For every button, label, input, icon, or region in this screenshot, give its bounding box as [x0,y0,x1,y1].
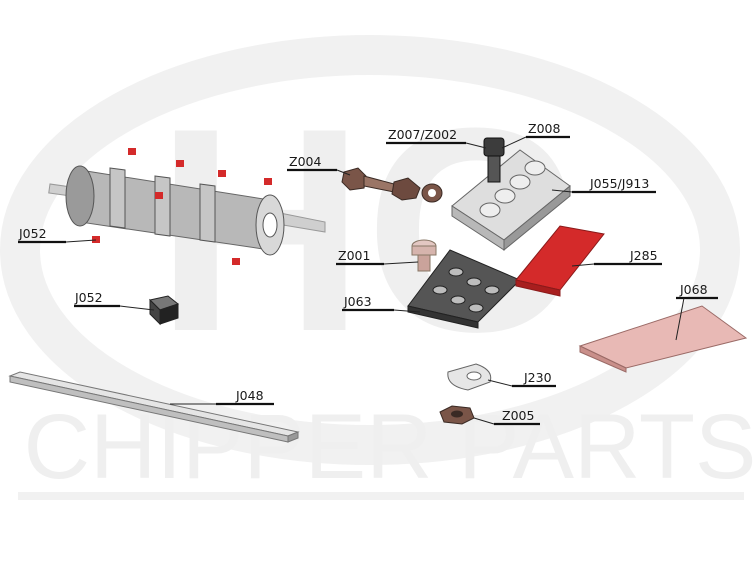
label-nut: Z005 [502,408,534,423]
redknife-part[interactable] [515,225,605,297]
label-holder: J055/J913 [589,176,649,191]
plate-part[interactable] [407,249,521,329]
label-bar: J048 [235,388,264,403]
label-block: J052 [74,290,103,305]
washer-part[interactable] [447,363,492,391]
label-knife: J068 [679,282,708,297]
screw-part[interactable] [411,239,437,272]
watermark-text: CHIPPER PARTS [24,396,756,498]
label-bolt: Z004 [289,154,321,169]
holder-part[interactable] [451,149,571,252]
leaders [18,135,718,426]
label-screw: Z001 [338,248,370,263]
socket-part[interactable] [483,137,505,183]
label-plate: J063 [343,294,372,309]
label-rotor: J052 [18,226,47,241]
bolt-part[interactable] [341,167,443,203]
knife-part[interactable] [578,305,748,373]
label-washer2: Z007/Z002 [388,127,457,142]
label-socket: Z008 [528,121,560,136]
label-washer: J230 [523,370,552,385]
block-part[interactable] [149,295,180,326]
watermark: HC CHIPPER PARTS [0,35,756,500]
labels: J052 J052 J048 Z004 Z007/Z002 Z008 J055/… [18,121,708,423]
rotor-part[interactable] [48,148,326,265]
label-redknife: J285 [629,248,658,263]
bar-part[interactable] [8,371,300,443]
